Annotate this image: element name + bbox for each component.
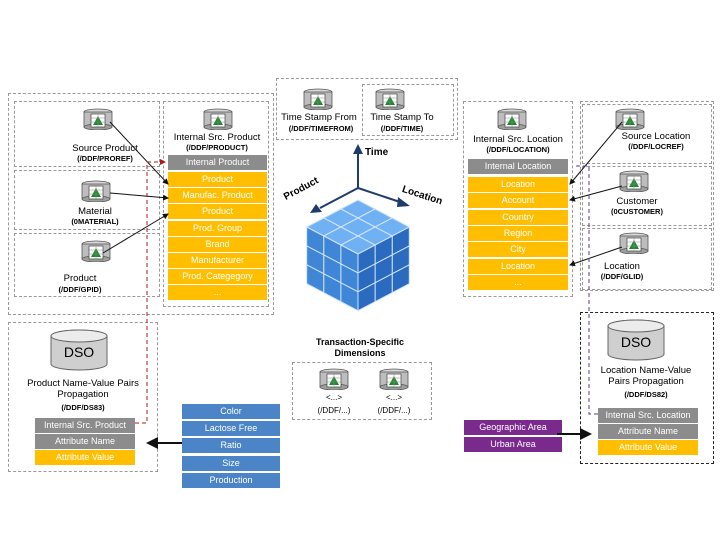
- time-stamp-to-box: [362, 84, 454, 136]
- internal-src-product-title: Internal Src. Product: [173, 132, 261, 143]
- time-stamp-from-tech: (/DDF/TIMEFROM): [288, 124, 354, 133]
- dso-location-tech: (/DDF/DS82): [624, 390, 668, 399]
- dso-product-title: Product Name-Value Pairs Propagation: [27, 378, 139, 400]
- location-value: Urban Area: [464, 437, 562, 452]
- dso-product-box: [8, 322, 158, 472]
- customer-box: [582, 166, 712, 226]
- location-attribute: Country: [468, 209, 568, 225]
- internal-product-header: Internal Product: [168, 155, 267, 170]
- product-attribute: Brand: [168, 236, 267, 252]
- dso-product-row: Internal Src. Product: [35, 418, 135, 433]
- location-attribute: Region: [468, 225, 568, 241]
- product-box: [14, 233, 160, 297]
- product-attribute: Prod. Categegory: [168, 269, 267, 285]
- time-stamp-from-title: Time Stamp From: [281, 112, 357, 123]
- product-value: Lactose Free: [182, 421, 280, 437]
- olap-cube: [305, 144, 411, 312]
- internal-location-header: Internal Location: [468, 159, 568, 174]
- transaction-dimensions-title: Transaction-Specific Dimensions: [315, 337, 405, 358]
- time-axis-label: Time: [365, 147, 389, 158]
- product-attribute: Product: [168, 204, 267, 220]
- dso-location-box: [580, 312, 714, 464]
- product-attribute: Prod. Group: [168, 220, 267, 236]
- time-stamp-to-tech: (/DDF/TIME): [380, 124, 424, 133]
- dso-location-row: Attribute Value: [598, 440, 698, 455]
- cube-cell: [357, 281, 376, 312]
- internal-src-location-title: Internal Src. Location: [473, 134, 563, 145]
- dso-location-title: Location Name-Value Pairs Propagation: [600, 365, 692, 387]
- time-stamp-to-title: Time Stamp To: [370, 112, 434, 123]
- product-title: Product: [63, 273, 97, 284]
- internal-src-product-box: [163, 101, 269, 307]
- dso-product-row: Attribute Value: [35, 450, 135, 465]
- location-attribute: ...: [468, 274, 568, 290]
- product-attribute: ...: [168, 285, 267, 301]
- product-value: Ratio: [182, 438, 280, 454]
- dso-badge: DSO: [620, 334, 652, 350]
- source-product-tech: (/DDF/PROREF): [77, 154, 133, 163]
- source-location-tech: (/DDF/LOCREF): [628, 142, 684, 151]
- location-tech: (/DDF/GLID): [600, 272, 644, 281]
- product-attribute: Manufacturer: [168, 253, 267, 268]
- location-attribute: Location: [468, 177, 568, 192]
- source-product-title: Source Product: [72, 143, 138, 154]
- transaction-item-label: <...>: [385, 393, 402, 402]
- location-box: [582, 228, 712, 290]
- material-tech: (0MATERIAL): [71, 217, 119, 226]
- product-attribute: Product: [168, 172, 267, 187]
- customer-tech: (0CUSTOMER): [611, 207, 663, 216]
- internal-src-product-tech: (/DDF/PRODUCT): [186, 143, 248, 152]
- location-attribute: City: [468, 242, 568, 258]
- product-value: Size: [182, 455, 280, 471]
- location-attribute: Account: [468, 193, 568, 209]
- source-product-box: [14, 101, 160, 167]
- dso-product-tech: (/DDF/DS83): [61, 403, 105, 412]
- transaction-dimensions-box: [292, 362, 432, 420]
- location-attribute: Location: [468, 258, 568, 274]
- transaction-item-tech: (/DDF/...): [377, 406, 411, 415]
- dso-location-row: Attribute Name: [598, 424, 698, 439]
- product-attribute: Manufac. Product: [168, 188, 267, 204]
- source-location-box: [582, 104, 712, 164]
- source-location-title: Source Location: [621, 131, 691, 142]
- product-value: Production: [182, 472, 280, 488]
- dso-product-row: Attribute Name: [35, 434, 135, 449]
- transaction-item-label: <...>: [325, 393, 342, 402]
- time-dimension-group: [276, 78, 458, 140]
- product-tech: (/DDF/GPID): [58, 285, 102, 294]
- product-dimension-group: [8, 93, 274, 315]
- material-box: [14, 170, 160, 230]
- internal-src-location-tech: (/DDF/LOCATION): [486, 145, 550, 154]
- location-dimension-group: [580, 101, 714, 291]
- customer-title: Customer: [616, 196, 658, 207]
- dso-location-row: Internal Src. Location: [598, 408, 698, 423]
- product-value: Color: [182, 404, 280, 419]
- transaction-item-tech: (/DDF/...): [317, 406, 351, 415]
- material-title: Material: [78, 206, 112, 217]
- location-value: Geographic Area: [464, 420, 562, 435]
- location-title: Location: [604, 261, 640, 272]
- dso-badge: DSO: [63, 344, 95, 360]
